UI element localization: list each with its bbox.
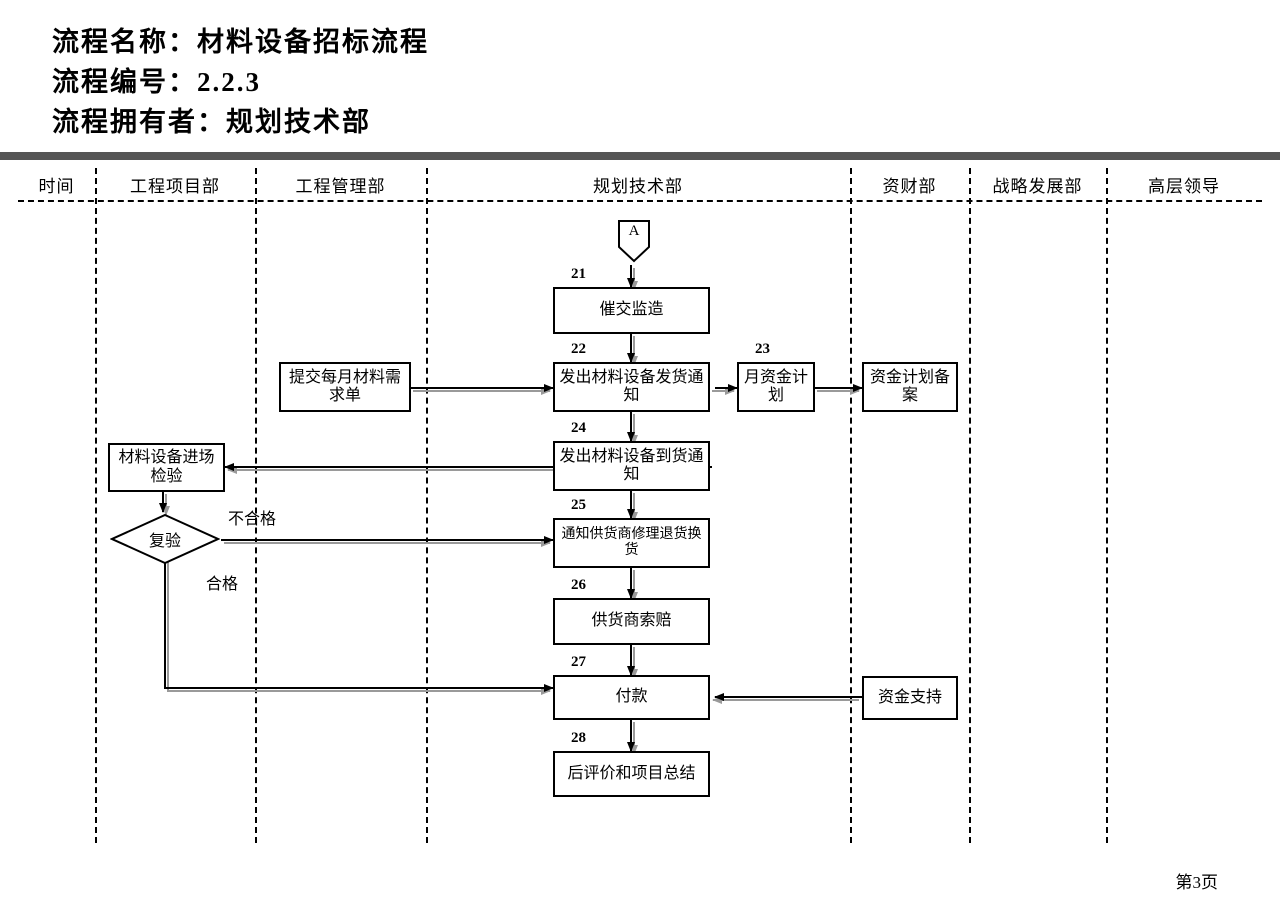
node-n25: 通知供货商修理退货换货 <box>553 518 710 568</box>
node-ninsp: 材料设备进场检验 <box>108 443 225 492</box>
node-nfund: 资金支持 <box>862 676 958 720</box>
step-number-26: 26 <box>571 577 586 593</box>
process-name-line: 流程名称：材料设备招标流程 <box>52 27 429 57</box>
node-nreq: 提交每月材料需求单 <box>279 362 411 412</box>
document-header: 流程名称：材料设备招标流程 流程编号：2.2.3 流程拥有者：规划技术部 <box>0 0 1280 152</box>
lane-header-divider <box>18 200 1262 202</box>
node-n22: 发出材料设备发货通知 <box>553 362 710 412</box>
node-n28: 后评价和项目总结 <box>553 751 710 797</box>
lane-header-0: 时间 <box>38 177 75 196</box>
lane-divider-5 <box>1106 168 1108 843</box>
node-n27: 付款 <box>553 675 710 720</box>
step-number-22: 22 <box>571 341 586 357</box>
lane-divider-2 <box>426 168 428 843</box>
node-n24: 发出材料设备到货通知 <box>553 441 710 491</box>
step-number-25: 25 <box>571 497 586 513</box>
decision-recheck-label: 复验 <box>148 533 181 550</box>
swimlane-container: 时间 工程项目部 工程管理部 规划技术部 资财部 战略发展部 高层领导 <box>0 160 1280 860</box>
node-nplan: 资金计划备案 <box>862 362 958 412</box>
page-number: 第3页 <box>1175 873 1219 892</box>
step-number-21: 21 <box>571 266 586 282</box>
decision-recheck: 复验 <box>109 513 221 565</box>
lane-divider-4 <box>969 168 971 843</box>
header-separator-rule <box>0 152 1280 160</box>
edge-label-pass: 合格 <box>206 576 239 593</box>
node-n23: 月资金计划 <box>737 362 815 412</box>
lane-header-4: 资财部 <box>882 177 937 196</box>
lane-header-6: 高层领导 <box>1148 177 1220 196</box>
lane-header-3: 规划技术部 <box>593 177 683 196</box>
step-number-28: 28 <box>571 730 586 746</box>
node-n26: 供货商索赔 <box>553 598 710 645</box>
lane-header-2: 工程管理部 <box>295 177 386 196</box>
offpage-connector-a: A <box>617 219 651 263</box>
step-number-23: 23 <box>755 341 770 357</box>
lane-divider-1 <box>255 168 257 843</box>
lane-header-5: 战略发展部 <box>992 177 1083 196</box>
node-n21: 催交监造 <box>553 287 710 334</box>
connector-a-label: A <box>628 223 640 239</box>
lane-divider-3 <box>850 168 852 843</box>
process-owner-line: 流程拥有者：规划技术部 <box>52 107 371 137</box>
step-number-27: 27 <box>571 654 586 670</box>
lane-header-1: 工程项目部 <box>130 177 220 196</box>
process-number-line: 流程编号：2.2.3 <box>52 67 261 97</box>
step-number-24: 24 <box>571 420 586 436</box>
edge-label-fail: 不合格 <box>228 511 277 528</box>
lane-divider-0 <box>95 168 97 843</box>
